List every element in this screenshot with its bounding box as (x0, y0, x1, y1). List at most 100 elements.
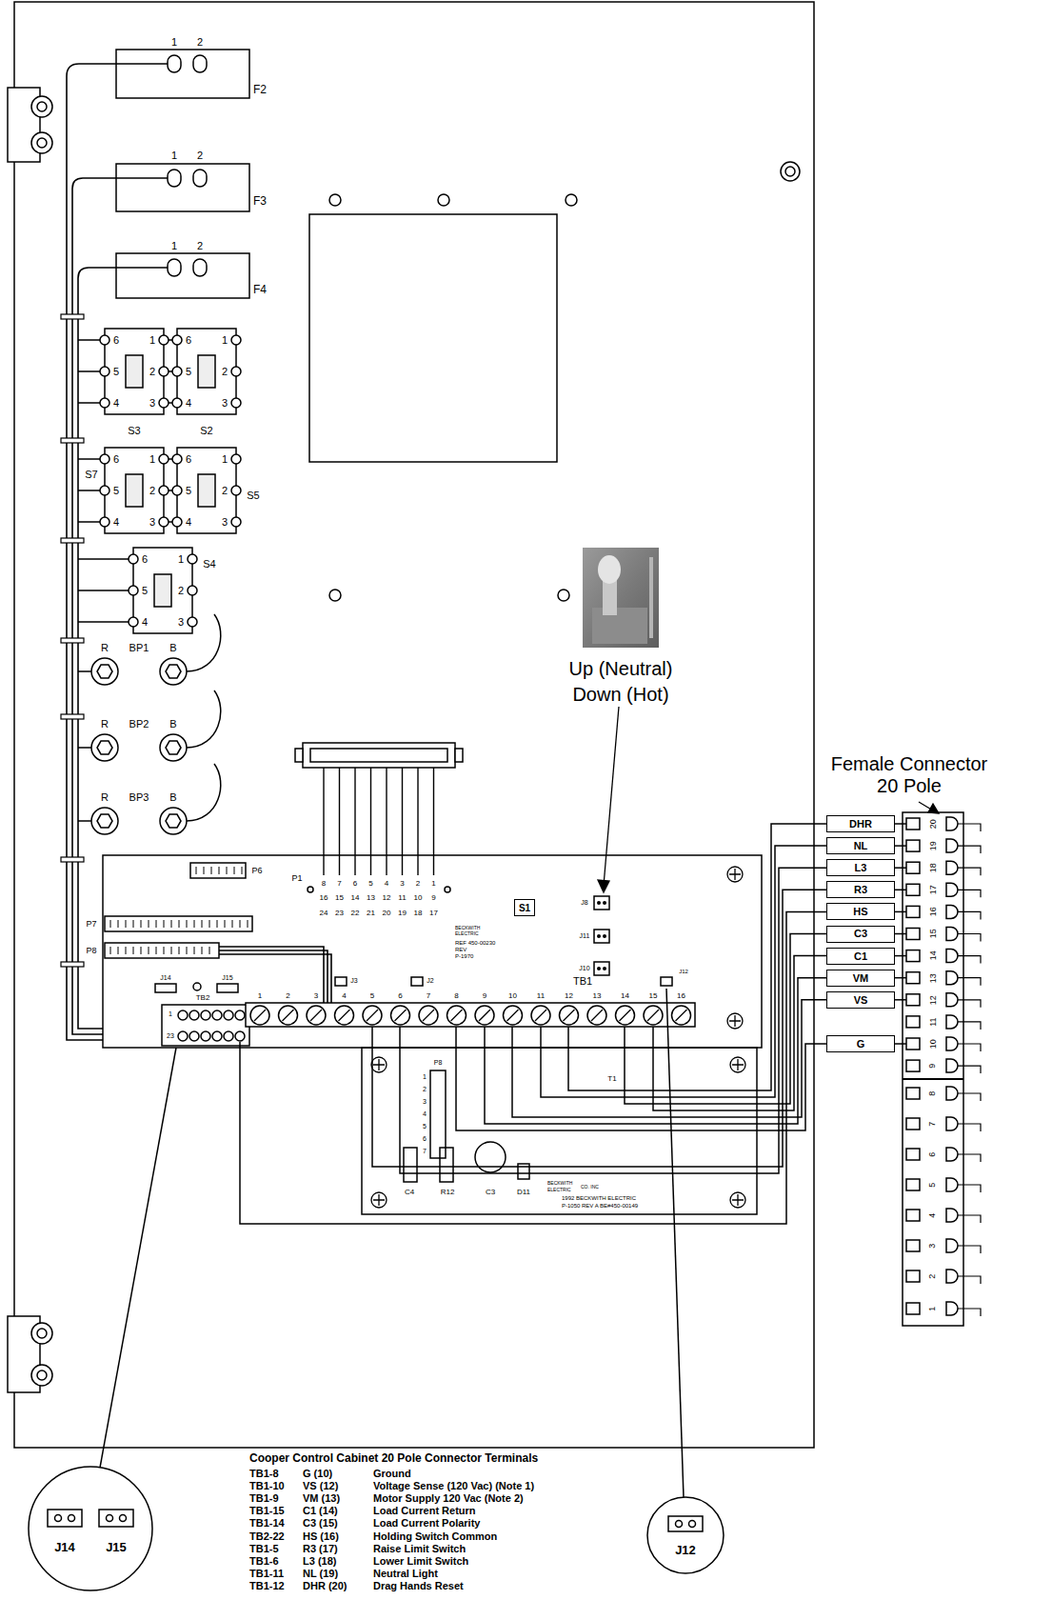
board-screw (727, 866, 743, 882)
connector-pin (186, 946, 188, 954)
box-label: DHR (849, 817, 873, 830)
terminal-screw (615, 1005, 636, 1025)
terminal-slot (366, 1009, 378, 1021)
connector-pin (125, 946, 127, 954)
label-text: F3 (253, 195, 267, 209)
label-text: 9 (928, 1063, 938, 1069)
label-text: Up (Neutral) (569, 657, 674, 680)
label-text: 4 (113, 516, 120, 529)
fuse-holder (167, 55, 181, 73)
board-screw (371, 866, 746, 1208)
wire-bundle (218, 946, 332, 1003)
connector-pin (178, 919, 180, 928)
label-text: REV (455, 946, 467, 953)
connector-pin (211, 866, 213, 874)
label-text: TB1 (573, 974, 593, 988)
detail-callout (99, 1047, 177, 1468)
terminal-slot (422, 1009, 435, 1021)
jumper-pin (602, 900, 607, 905)
connector-pin (209, 919, 211, 928)
label-text: 13 (593, 991, 602, 1000)
toggle-switch-photo (582, 547, 659, 648)
terminal-slot (675, 1009, 688, 1021)
connector-contact (946, 1301, 958, 1315)
connector-socket (906, 1148, 920, 1160)
box-label: C3 (853, 927, 868, 939)
signal-box: HS (826, 902, 895, 920)
switch-terminal (99, 397, 110, 408)
board-screw (730, 1191, 746, 1208)
binding-post-nut (97, 813, 113, 828)
label-text: 5 (422, 1122, 427, 1131)
circuit-board (217, 983, 239, 993)
label-text: 6 (185, 453, 192, 466)
signal-wire (512, 999, 827, 1117)
switch-body (104, 447, 164, 534)
switch-body (177, 328, 237, 415)
signal-wire (540, 845, 827, 1097)
label-text: 2 (221, 484, 228, 497)
pointer-arrow (603, 706, 619, 886)
label-text: L3 (18) (302, 1554, 337, 1568)
ribbon-wire (322, 767, 324, 875)
switch-terminal (172, 366, 182, 377)
label-text: 5 (113, 365, 120, 378)
detail-callout (106, 1514, 114, 1522)
label-text: 7 (337, 878, 341, 888)
terminal-screw (223, 1031, 234, 1041)
connector-pin (148, 946, 150, 954)
connector-pin (247, 919, 249, 928)
box-label: L3 (854, 861, 868, 874)
label-text: VS (12) (302, 1479, 338, 1492)
label-text: 16 (928, 906, 938, 916)
signal-wire (894, 954, 907, 957)
signal-wire (624, 933, 827, 1105)
label-text: 13 (928, 972, 938, 983)
fuse-holder (116, 253, 250, 298)
connector-pin (224, 919, 226, 928)
signal-wire (894, 932, 907, 935)
detail-callout (99, 1508, 134, 1527)
connector-lead (957, 933, 981, 942)
connector-lead (957, 889, 981, 897)
label-text: D11 (516, 1187, 531, 1196)
board-screw (371, 1191, 387, 1208)
label-text: TB2-22 (249, 1529, 285, 1543)
connector-socket (906, 861, 920, 874)
signal-wire (399, 867, 827, 1173)
label-text: 2 (149, 365, 156, 378)
label-text: 2 (221, 365, 228, 378)
label-text: 10 (508, 991, 517, 1000)
signal-wire (894, 911, 907, 914)
connector-socket (906, 1037, 920, 1050)
label-text: C4 (404, 1187, 415, 1196)
label-text: S7 (84, 468, 98, 481)
signal-box: VM (826, 969, 895, 987)
connector-lead (957, 999, 981, 1008)
connector-pin (194, 919, 196, 928)
wire-bundle (78, 267, 168, 1029)
terminal-screw (306, 1005, 326, 1025)
wire (186, 690, 221, 748)
detail-callout (47, 1508, 82, 1527)
circuit-board (660, 976, 673, 986)
connector-contact (946, 1208, 958, 1222)
board-screw (732, 1193, 744, 1206)
switch-body (104, 328, 164, 415)
label-text: 9 (482, 991, 487, 1000)
label-text: 3 (314, 991, 318, 1000)
label-text: 2 (178, 584, 184, 597)
label-text: R12 (440, 1187, 456, 1196)
connector-pin (201, 919, 203, 928)
switch-terminal (187, 585, 198, 596)
connector-socket (906, 1270, 920, 1282)
switch-terminal (99, 366, 110, 377)
label-text: Cooper Control Cabinet 20 Pole Connector… (249, 1451, 538, 1466)
label-text: 1 (178, 553, 184, 566)
connector-socket (906, 950, 920, 962)
label-text: 4 (928, 1211, 938, 1217)
switch-lever (125, 355, 143, 388)
switch-terminal (172, 335, 182, 345)
label-text: 3 (149, 516, 156, 529)
switch-terminal (158, 366, 169, 377)
